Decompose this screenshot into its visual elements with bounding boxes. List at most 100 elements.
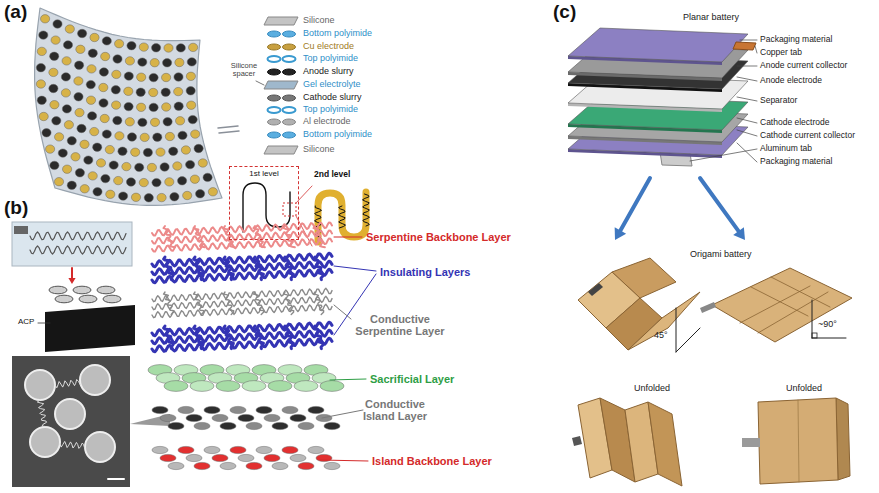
conductive-island <box>212 414 228 421</box>
battery-cell <box>165 132 174 140</box>
sacrificial-pad <box>268 381 292 392</box>
insulating-layer <box>284 257 294 280</box>
conductive-serpentine <box>152 296 332 309</box>
battery-cell <box>122 162 131 170</box>
battery-cell <box>170 193 179 201</box>
battery-cell <box>149 103 158 111</box>
conductive-serpentine <box>152 288 332 301</box>
battery-cell <box>86 80 95 88</box>
battery-cell <box>176 44 185 52</box>
gel-electrolyte-layer <box>264 81 298 89</box>
battery-cell <box>67 137 76 145</box>
battery-cell <box>186 87 195 95</box>
battery-cell <box>147 163 156 171</box>
battery-cell <box>49 84 58 92</box>
battery-cell <box>203 173 212 181</box>
battery-cell <box>183 191 192 199</box>
layer-label: Cu electrode <box>303 42 354 52</box>
battery-cell <box>99 83 108 91</box>
battery-cell <box>50 52 59 60</box>
transform-arrow-head <box>615 227 626 240</box>
island-backbone <box>256 446 272 453</box>
polyimide-disc <box>283 132 296 138</box>
contact-pad <box>14 226 28 234</box>
layer-label: Separator <box>760 96 797 105</box>
island-backbone <box>272 462 288 469</box>
origami-panel <box>628 292 700 350</box>
angle-line <box>676 328 700 352</box>
conductive-island <box>298 422 314 429</box>
conductive-island <box>220 422 236 429</box>
battery-cell <box>198 159 207 167</box>
coin-cell <box>79 295 97 303</box>
battery-cell <box>78 29 87 37</box>
conductive-serpentine <box>152 304 332 317</box>
layer-label: Packaging material <box>760 157 832 166</box>
conductive-island <box>194 422 210 429</box>
battery-cell <box>80 185 89 193</box>
leader-line <box>737 97 757 101</box>
layer-label: Cathode electrode <box>760 118 829 127</box>
transform-arrow-head <box>733 227 745 240</box>
insulating-layer <box>152 330 332 344</box>
battery-cell <box>36 63 45 71</box>
cu-electrode <box>268 44 281 50</box>
battery-cell <box>189 43 198 51</box>
battery-cell <box>61 89 70 97</box>
second-level-serpentine <box>318 192 366 242</box>
section-title: Planar battery <box>683 13 739 23</box>
island-backbone <box>282 446 298 453</box>
leader-line <box>755 46 757 53</box>
island-backbone <box>220 462 236 469</box>
battery-cell <box>153 133 162 141</box>
layer-label: Bottom polyimide <box>303 29 372 39</box>
battery-cell <box>162 73 171 81</box>
fold-line <box>798 400 799 482</box>
sacrificial-pad <box>320 381 344 392</box>
layer-label: Anode slurry <box>303 67 354 77</box>
stretchable-sheet <box>35 8 222 205</box>
battery-cell <box>137 73 146 81</box>
insulating-layer <box>164 257 174 280</box>
conductive-island <box>290 414 306 421</box>
battery-cell <box>87 65 96 73</box>
serpentine-trace <box>30 246 126 254</box>
battery-cell <box>131 148 140 156</box>
state-label: Unfolded <box>634 384 670 394</box>
transform-arrow-shaft <box>620 178 650 230</box>
island-backbone <box>230 446 246 453</box>
acp-leader <box>38 323 50 324</box>
battery-cell <box>93 143 102 151</box>
battery-cell <box>144 194 153 202</box>
conductive-serpentine <box>224 292 234 315</box>
battery-cell <box>149 88 158 96</box>
conductive-island <box>230 406 246 413</box>
island-backbone <box>212 454 228 461</box>
battery-cell <box>127 42 136 50</box>
battery-cell <box>51 36 60 44</box>
battery-cell <box>76 45 85 53</box>
conductive-island <box>324 422 340 429</box>
battery-tab <box>700 302 716 313</box>
battery-cell <box>36 80 45 88</box>
island-backbone <box>160 454 176 461</box>
insulating-layer <box>194 257 204 280</box>
battery-cell <box>187 101 196 109</box>
battery-cell <box>124 87 133 95</box>
silicone-layer <box>264 17 298 25</box>
layer-label: Top polyimide <box>303 105 358 115</box>
angle-line <box>676 308 677 352</box>
conductive-serpentine <box>314 292 324 315</box>
battery-tab <box>742 438 760 447</box>
battery-cell <box>41 15 50 23</box>
battery-cell <box>58 149 67 157</box>
battery-cell <box>190 175 199 183</box>
leader-line <box>737 130 757 136</box>
layer-label: Conductive Serpentine Layer <box>350 313 450 337</box>
battery-cell <box>99 99 108 107</box>
battery-cell <box>161 88 170 96</box>
battery-cell <box>37 96 46 104</box>
leader-line <box>320 460 368 461</box>
